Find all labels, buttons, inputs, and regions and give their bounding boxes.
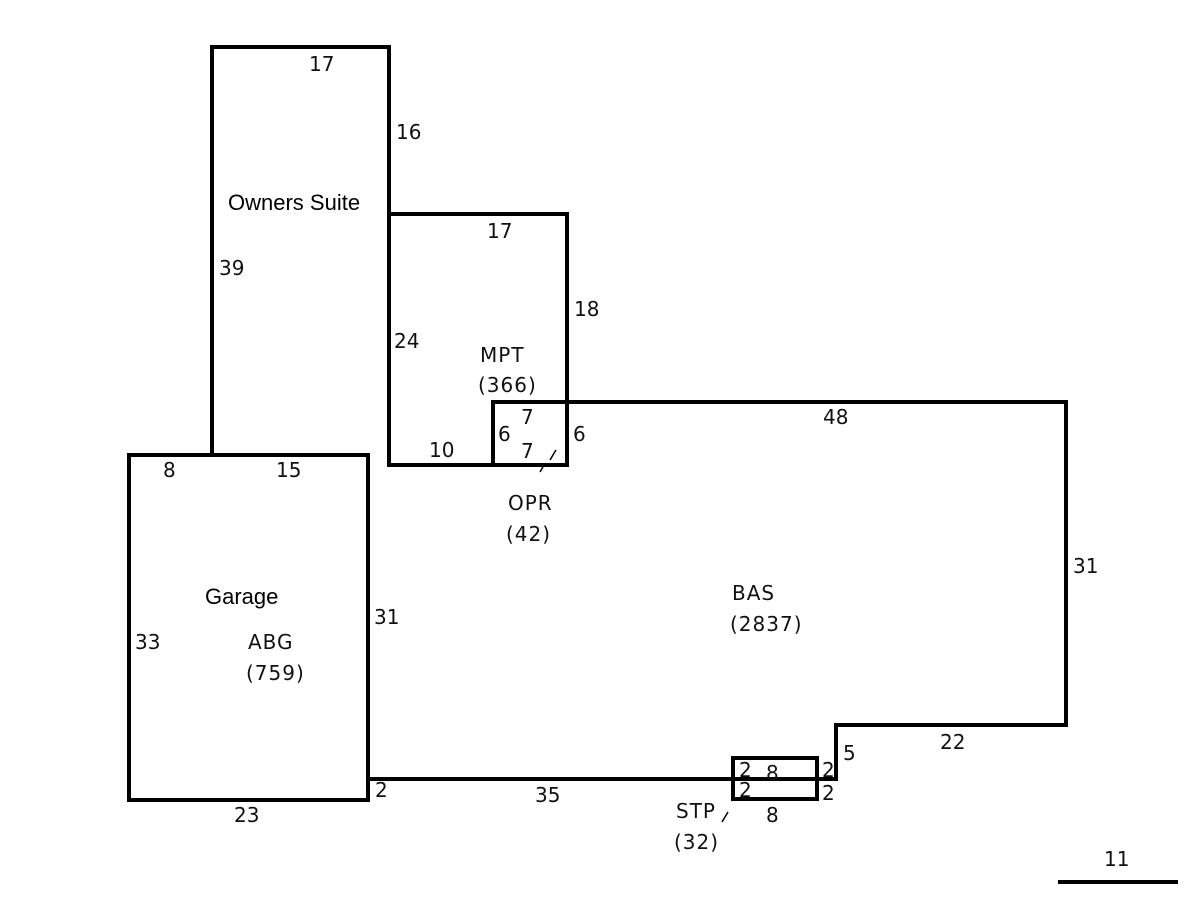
opr-leader-mark (549, 449, 557, 461)
dim-stp-left-top: 2 (739, 758, 752, 782)
mpt-area: (366) (478, 373, 537, 397)
abg-code: ABG (248, 630, 294, 654)
dim-opr-right: 6 (573, 422, 586, 446)
stp-connector (817, 758, 838, 781)
dim-mpt-left: 24 (394, 329, 419, 353)
dim-opr-bottom: 7 (521, 439, 534, 463)
dim-stp-bottom: 8 (766, 803, 779, 827)
bas-area: (2837) (730, 612, 803, 636)
opr-area: (42) (506, 522, 551, 546)
abg-area: (759) (246, 661, 305, 685)
dim-mpt-right: 18 (574, 297, 599, 321)
dim-mpt-bottom: 10 (429, 438, 454, 462)
stp-leader-mark (721, 811, 729, 823)
dim-garage-right: 31 (374, 605, 399, 629)
dim-suite-top: 17 (309, 52, 334, 76)
bas-code: BAS (732, 581, 775, 605)
stp-area: (32) (674, 830, 719, 854)
dim-bas-step-side: 5 (843, 741, 856, 765)
mpt-code: MPT (480, 343, 525, 367)
dim-stp-top: 8 (766, 761, 779, 785)
dim-stp-right-top: 2 (822, 758, 835, 782)
dim-suite-right: 16 (396, 120, 421, 144)
dim-opr-top: 7 (521, 405, 534, 429)
owners-suite-outline (210, 45, 391, 455)
dim-bas-bottom: 35 (535, 783, 560, 807)
dim-bas-top: 48 (823, 405, 848, 429)
garage-outline (127, 453, 370, 802)
scale-label: 11 (1104, 847, 1129, 871)
dim-stp-right-bottom: 2 (822, 781, 835, 805)
opr-code: OPR (508, 491, 553, 515)
opr-leader-mark-2 (539, 464, 545, 473)
opr-outline (491, 400, 569, 467)
dim-opr-left: 6 (498, 422, 511, 446)
dim-garage-left: 33 (135, 630, 160, 654)
stp-code: STP (676, 799, 716, 823)
bas-outline (368, 400, 1068, 781)
dim-stp-left-bottom: 2 (739, 778, 752, 802)
owners-suite-label: Owners Suite (228, 190, 360, 215)
dim-garage-top-left: 8 (163, 458, 176, 482)
dim-bas-right: 31 (1073, 554, 1098, 578)
dim-bas-step-left: 2 (375, 778, 388, 802)
garage-label: Garage (205, 584, 278, 609)
dim-garage-bottom: 23 (234, 803, 259, 827)
dim-suite-left: 39 (219, 256, 244, 280)
dim-bas-step-bottom: 22 (940, 730, 965, 754)
dim-garage-top-right: 15 (276, 458, 301, 482)
dim-mpt-top: 17 (487, 219, 512, 243)
